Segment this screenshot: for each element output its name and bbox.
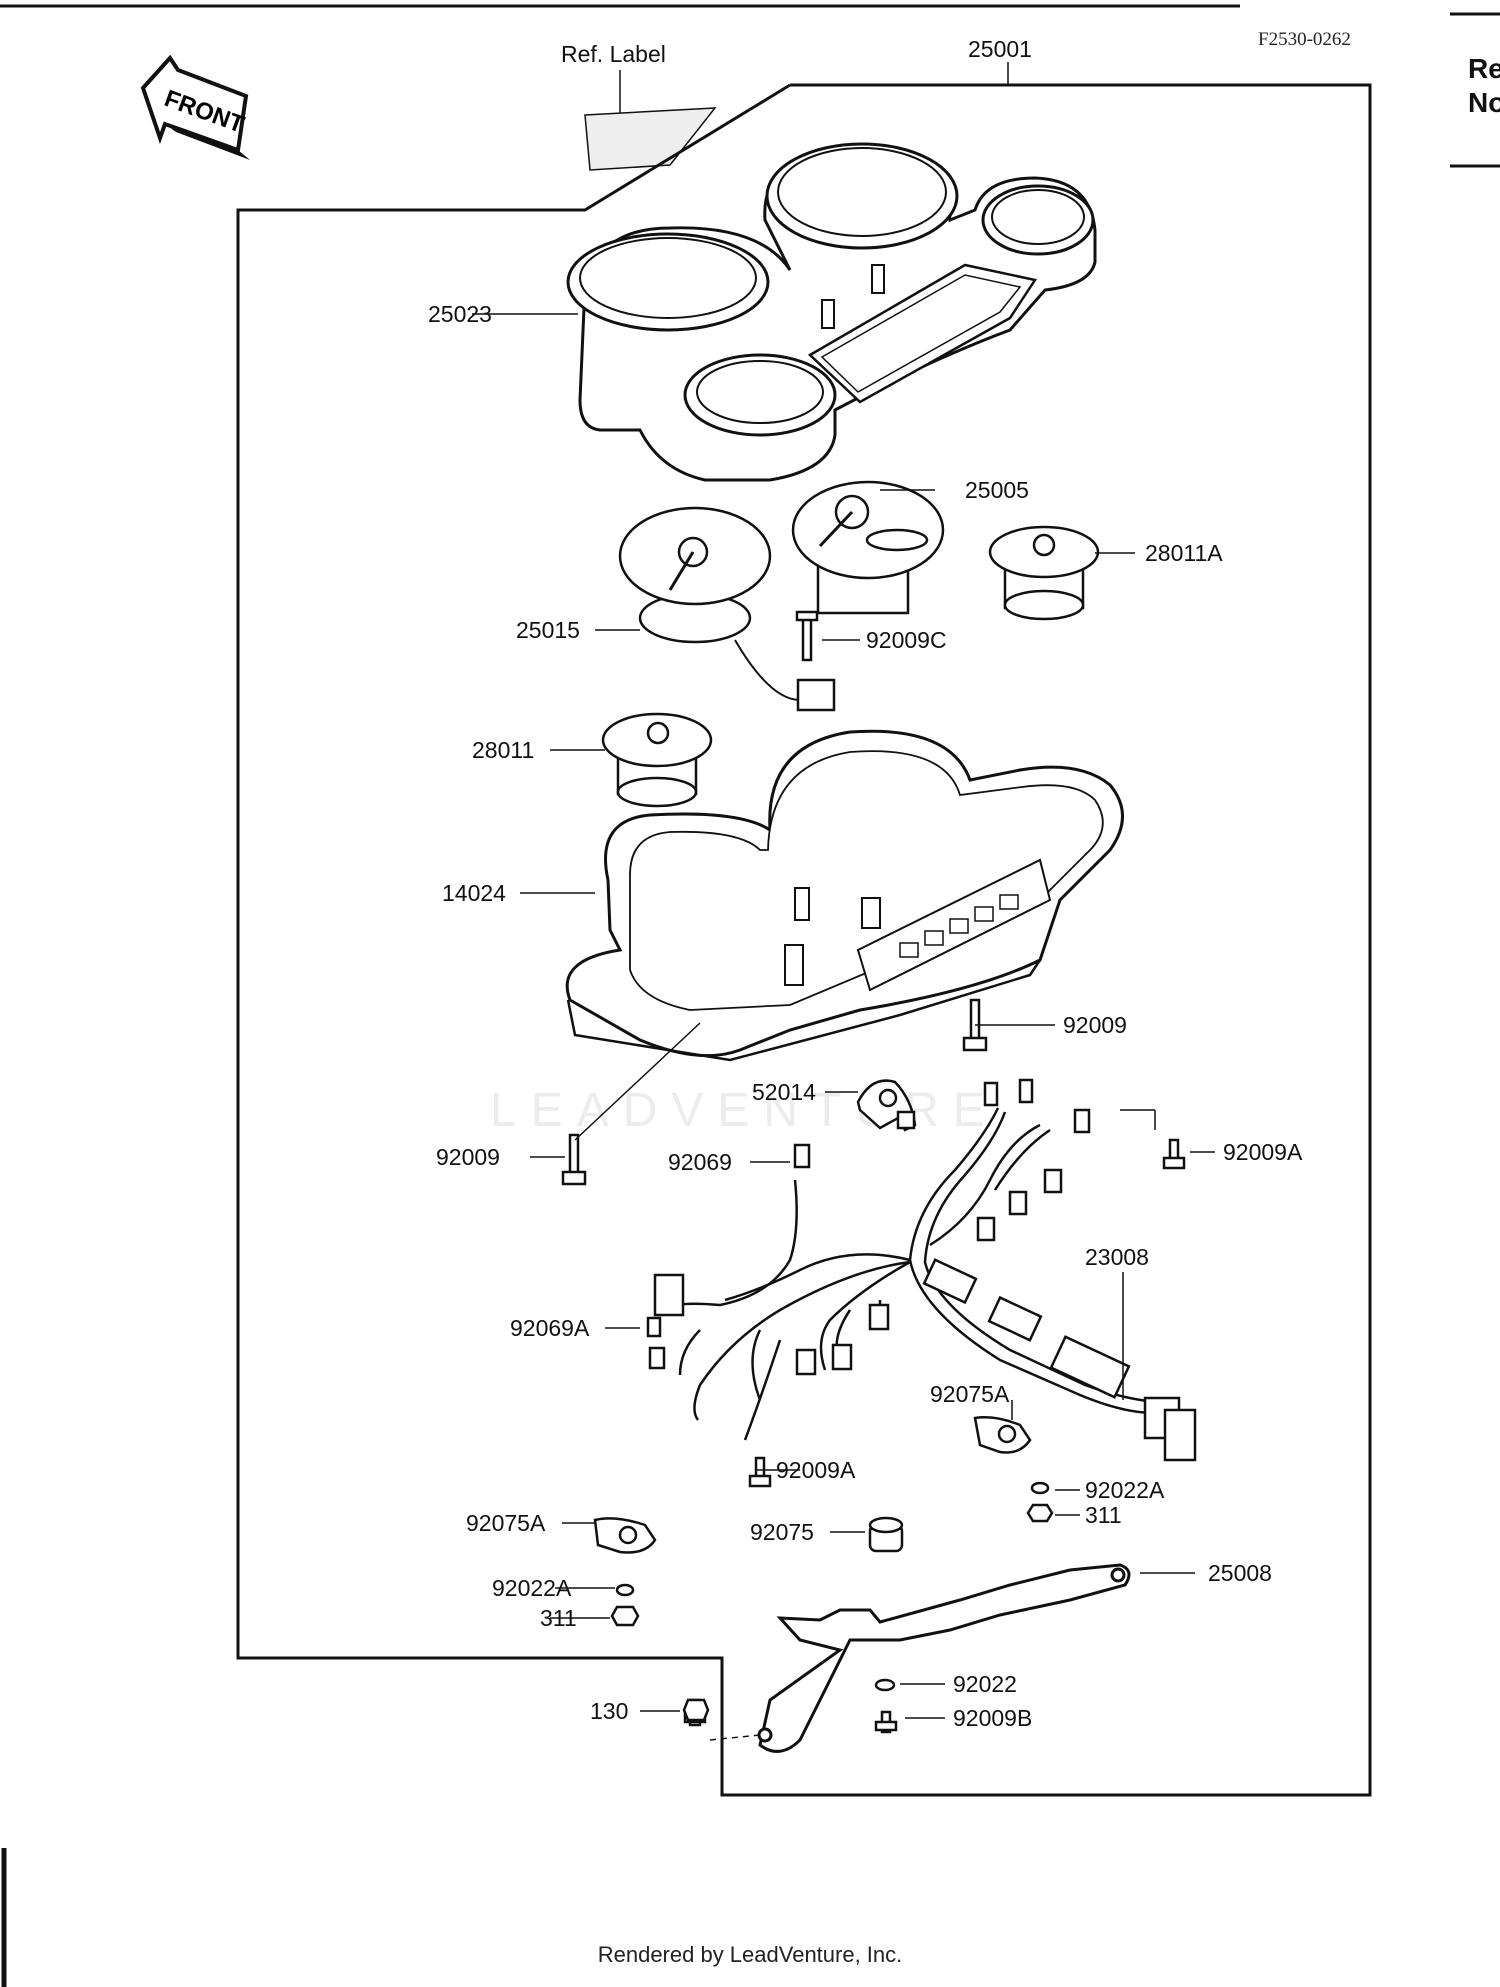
callout-92009-lower: 92009 [436, 1144, 500, 1170]
footer-credit: Rendered by LeadVenture, Inc. [597, 1942, 903, 1967]
callout-92022: 92022 [953, 1671, 1017, 1697]
diagram-code: F2530-0262 [1258, 29, 1351, 50]
callout-92069: 92069 [668, 1149, 732, 1175]
callout-25008: 25008 [1208, 1560, 1272, 1586]
front-arrow-icon: FRONT [140, 54, 250, 160]
leader-lines [472, 313, 1215, 1741]
callout-25001: 25001 [968, 36, 1032, 62]
speedometer [791, 480, 945, 615]
callout-23008: 23008 [1085, 1244, 1149, 1270]
callout-311-right: 311 [1085, 1502, 1122, 1528]
switch-52014 [856, 1079, 917, 1132]
wiring-harness [646, 1078, 1197, 1462]
tachometer [618, 506, 836, 712]
bracket-25008 [757, 1563, 1131, 1753]
callout-311-left: 311 [540, 1605, 577, 1631]
callout-28011: 28011 [472, 737, 534, 763]
callout-92009b: 92009B [953, 1705, 1032, 1731]
callout-25015: 25015 [516, 617, 580, 643]
callout-92009-upper: 92009 [1063, 1012, 1127, 1038]
bolt-130 [682, 1698, 710, 1722]
callout-92009a-right: 92009A [1223, 1139, 1303, 1165]
callout-92075a-left: 92075A [466, 1510, 546, 1536]
callout-92009c: 92009C [866, 627, 947, 653]
callout-92022a-left: 92022A [492, 1575, 572, 1601]
callout-14024: 14024 [442, 880, 506, 906]
clamp-92075a [593, 1416, 1032, 1554]
ref-label-text: Ref. Label [561, 41, 666, 67]
callout-92009a-lower: 92009A [776, 1457, 856, 1483]
meter-case [565, 729, 1124, 1062]
callout-92075: 92075 [750, 1519, 814, 1545]
callout-92022a-right: 92022A [1085, 1477, 1165, 1503]
callouts: 25001 25023 25005 28011A 25015 92009C 28… [428, 36, 1303, 1731]
watermark: LEADVENTURE [490, 1084, 999, 1137]
callout-25005: 25005 [965, 477, 1029, 503]
side-header-2: No [1468, 87, 1500, 118]
callout-92069a: 92069A [510, 1315, 590, 1341]
nut-washer-icons [610, 1481, 1054, 1692]
assembly-border [236, 83, 1372, 1797]
gauge-28011a [988, 525, 1100, 621]
grommet-92075 [868, 1516, 904, 1553]
callout-28011a: 28011A [1145, 540, 1223, 566]
callout-92075a-right: 92075A [930, 1381, 1010, 1407]
gauge-28011 [601, 712, 713, 808]
callout-52014: 52014 [752, 1079, 816, 1105]
meter-cover [566, 142, 1097, 482]
callout-25023: 25023 [428, 301, 492, 327]
callout-130: 130 [590, 1698, 628, 1724]
side-header-1: Re [1468, 53, 1500, 84]
